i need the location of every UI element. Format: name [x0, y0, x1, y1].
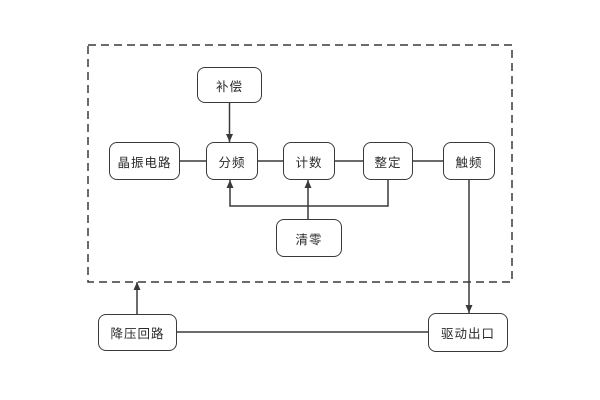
node-crystal-oscillator-circuit: 晶振电路 [109, 142, 180, 180]
module-boundary [87, 44, 513, 283]
node-reset: 清零 [276, 219, 342, 257]
node-stepdown-circuit: 降压回路 [98, 314, 177, 351]
node-trigger-frequency: 触频 [443, 142, 495, 180]
node-frequency-divider: 分频 [206, 142, 258, 180]
node-counter: 计数 [283, 142, 335, 180]
node-drive-output: 驱动出口 [428, 313, 508, 352]
node-compensation: 补偿 [197, 67, 262, 103]
edge-zhengding-feedback-to-fenpin [226, 180, 389, 207]
node-setting: 整定 [363, 142, 413, 180]
